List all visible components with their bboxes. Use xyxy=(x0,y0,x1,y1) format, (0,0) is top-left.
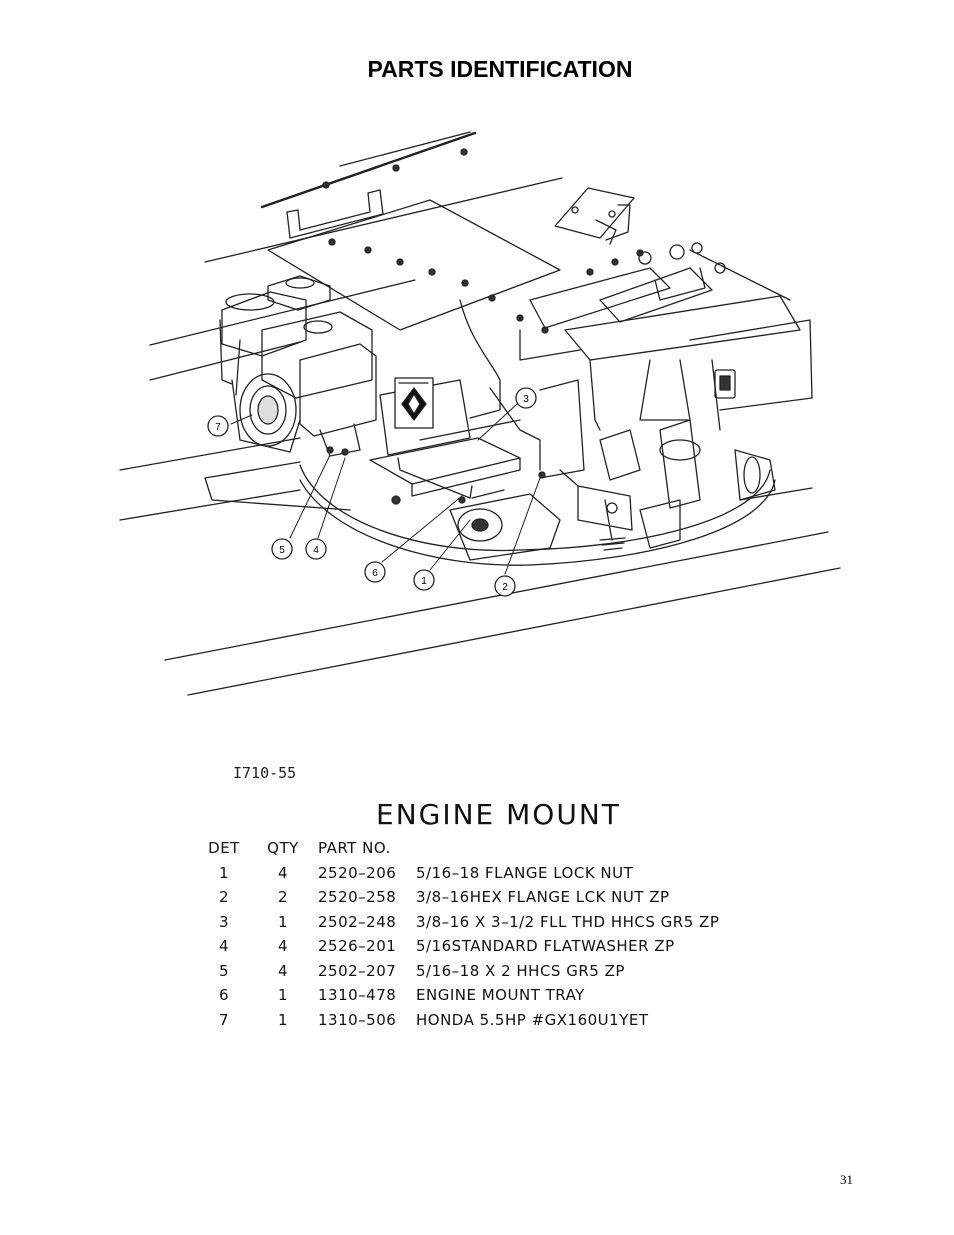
main-arm xyxy=(519,267,813,431)
callout-6: 6 xyxy=(364,561,386,583)
page-number: 31 xyxy=(840,1172,853,1187)
cell-qty: 2 xyxy=(277,888,289,907)
callout-1: 1 xyxy=(413,569,435,591)
cell-det: 6 xyxy=(218,986,230,1005)
table-row: 3 1 2502–248 3/8–16 X 3–1/2 FLL THD HHCS… xyxy=(200,910,766,935)
drawing-number: I710-55 xyxy=(233,764,297,782)
page-title: PARTS IDENTIFICATION xyxy=(367,56,633,82)
cell-part-no: 1310–506 xyxy=(318,1010,397,1029)
cell-qty: 1 xyxy=(277,986,289,1005)
callout-4: 4 xyxy=(305,538,327,560)
table-row: 5 4 2502–207 5/16–18 X 2 HHCS GR5 ZP xyxy=(200,959,766,984)
table-row: 6 1 1310–478 ENGINE MOUNT TRAY xyxy=(200,983,766,1008)
svg-text:2: 2 xyxy=(502,582,508,593)
cell-description: 5/16–18 FLANGE LOCK NUT xyxy=(416,863,634,882)
svg-text:7: 7 xyxy=(215,422,221,433)
cell-description: 5/16STANDARD FLATWASHER ZP xyxy=(416,937,675,956)
top-bracket xyxy=(267,189,561,331)
engine-mount-tray xyxy=(369,299,585,499)
cell-qty: 1 xyxy=(277,1010,289,1029)
cell-qty: 1 xyxy=(277,912,289,931)
cell-description: 5/16–18 X 2 HHCS GR5 ZP xyxy=(416,961,625,980)
callout-leaders xyxy=(230,403,541,575)
cell-det: 1 xyxy=(218,863,230,882)
header-qty: QTY xyxy=(267,839,299,858)
cell-det: 3 xyxy=(218,912,230,931)
table-row: 1 4 2520–206 5/16–18 FLANGE LOCK NUT xyxy=(200,861,766,886)
table-row: 7 1 1310–506 HONDA 5.5HP #GX160U1YET xyxy=(200,1008,766,1033)
warning-decal-icon xyxy=(394,377,434,429)
header-det: DET xyxy=(208,839,240,858)
cell-part-no: 2520–206 xyxy=(318,863,397,882)
cell-part-no: 2520–258 xyxy=(318,888,397,907)
cell-part-no: 2502–207 xyxy=(318,961,397,980)
svg-text:1: 1 xyxy=(421,576,427,587)
pivot-assembly xyxy=(599,242,726,323)
header-description xyxy=(416,836,766,861)
cell-description: 3/8–16HEX FLANGE LCK NUT ZP xyxy=(416,888,670,907)
callout-2: 2 xyxy=(494,575,516,597)
svg-text:6: 6 xyxy=(372,568,378,579)
parts-table-header: DET QTY PART NO. xyxy=(200,836,766,861)
cell-qty: 4 xyxy=(277,961,289,980)
cell-part-no: 2526–201 xyxy=(318,937,397,956)
svg-text:3: 3 xyxy=(523,394,529,405)
top-plate-bolts xyxy=(322,148,644,334)
table-row: 2 2 2520–258 3/8–16HEX FLANGE LCK NUT ZP xyxy=(200,885,766,910)
callout-7: 7 xyxy=(207,415,229,437)
deck-platform xyxy=(204,461,776,566)
cell-description: 3/8–16 X 3–1/2 FLL THD HHCS GR5 ZP xyxy=(416,912,720,931)
engine-icon xyxy=(219,275,377,457)
cell-part-no: 2502–248 xyxy=(318,912,397,931)
svg-text:4: 4 xyxy=(313,545,319,556)
cell-part-no: 1310–478 xyxy=(318,986,397,1005)
callout-5: 5 xyxy=(271,538,293,560)
cell-det: 7 xyxy=(218,1010,230,1029)
tray-hardware xyxy=(326,446,546,505)
cell-description: ENGINE MOUNT TRAY xyxy=(416,986,585,1005)
parts-table-title: ENGINE MOUNT xyxy=(376,798,621,831)
callout-3: 3 xyxy=(515,387,537,409)
hinge-plate xyxy=(554,187,635,245)
header-part-no: PART NO. xyxy=(318,839,391,858)
parts-table: DET QTY PART NO. 1 4 2520–206 5/16–18 FL… xyxy=(200,836,766,1032)
cell-det: 5 xyxy=(218,961,230,980)
cell-description: HONDA 5.5HP #GX160U1YET xyxy=(416,1010,649,1029)
cell-qty: 4 xyxy=(277,937,289,956)
svg-text:5: 5 xyxy=(279,545,285,556)
cell-det: 4 xyxy=(218,937,230,956)
engine-mount-diagram: 7 3 5 4 6 1 2 xyxy=(119,131,841,696)
idler-pulley xyxy=(449,419,776,561)
cell-qty: 4 xyxy=(277,863,289,882)
table-row: 4 4 2526–201 5/16STANDARD FLATWASHER ZP xyxy=(200,934,766,959)
cell-det: 2 xyxy=(218,888,230,907)
frame-lines xyxy=(119,131,841,696)
